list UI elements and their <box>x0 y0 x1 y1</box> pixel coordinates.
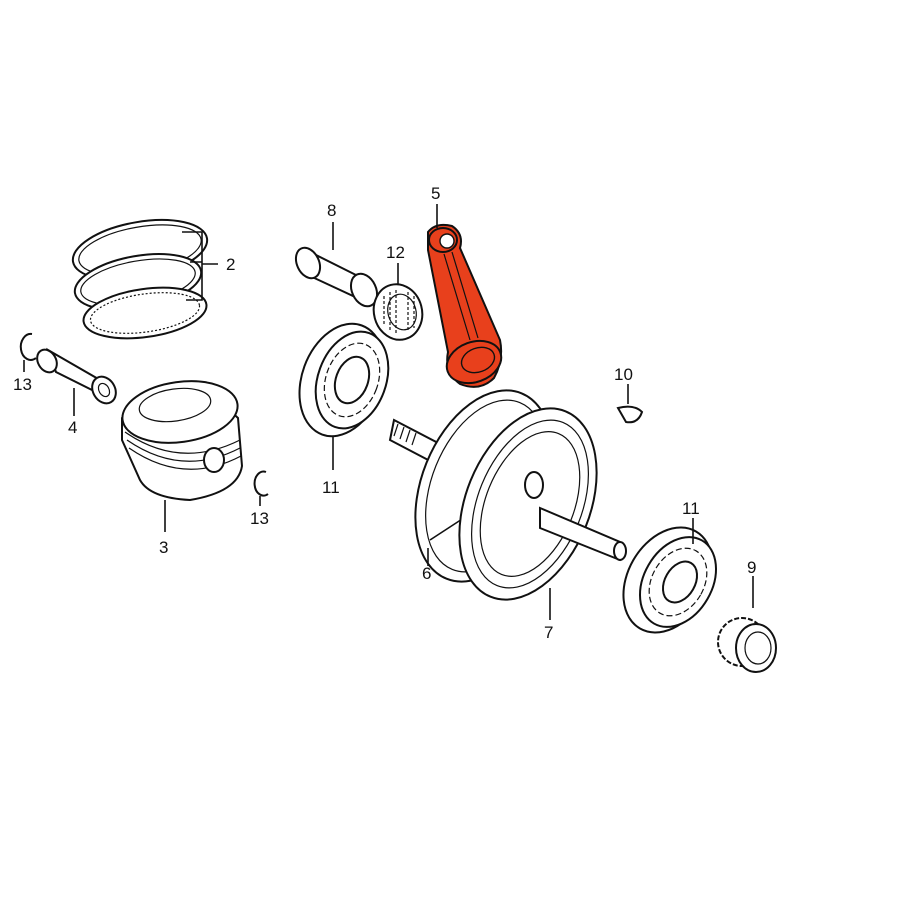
piston-rings[interactable] <box>68 211 218 346</box>
callout-5: 5 <box>431 184 440 203</box>
piston-pin-clip-right[interactable] <box>253 470 269 506</box>
callout-4: 4 <box>68 418 77 437</box>
sprocket[interactable] <box>717 576 777 673</box>
callout-7: 7 <box>544 623 553 642</box>
piston-pin-clip-left[interactable] <box>19 332 37 372</box>
callout-11-right: 11 <box>682 499 700 518</box>
ball-bearing-right[interactable] <box>605 512 731 649</box>
callout-8: 8 <box>327 201 336 220</box>
callout-2: 2 <box>226 255 235 274</box>
piston[interactable] <box>118 374 244 532</box>
callout-13-right: 13 <box>250 509 269 528</box>
piston-pin[interactable] <box>33 346 120 416</box>
callout-9: 9 <box>747 558 756 577</box>
callout-3: 3 <box>159 538 168 557</box>
woodruff-key[interactable] <box>616 384 644 424</box>
connecting-rod[interactable] <box>427 204 507 390</box>
callout-11-left: 11 <box>322 478 340 497</box>
callout-13-left: 13 <box>13 375 32 394</box>
callout-12: 12 <box>386 243 405 262</box>
crank-pin[interactable] <box>291 222 382 310</box>
callout-10: 10 <box>614 365 633 384</box>
ball-bearing-left[interactable] <box>285 312 401 470</box>
needle-bearing[interactable] <box>368 263 429 345</box>
callout-6: 6 <box>422 564 431 583</box>
crankshaft[interactable] <box>388 370 627 620</box>
